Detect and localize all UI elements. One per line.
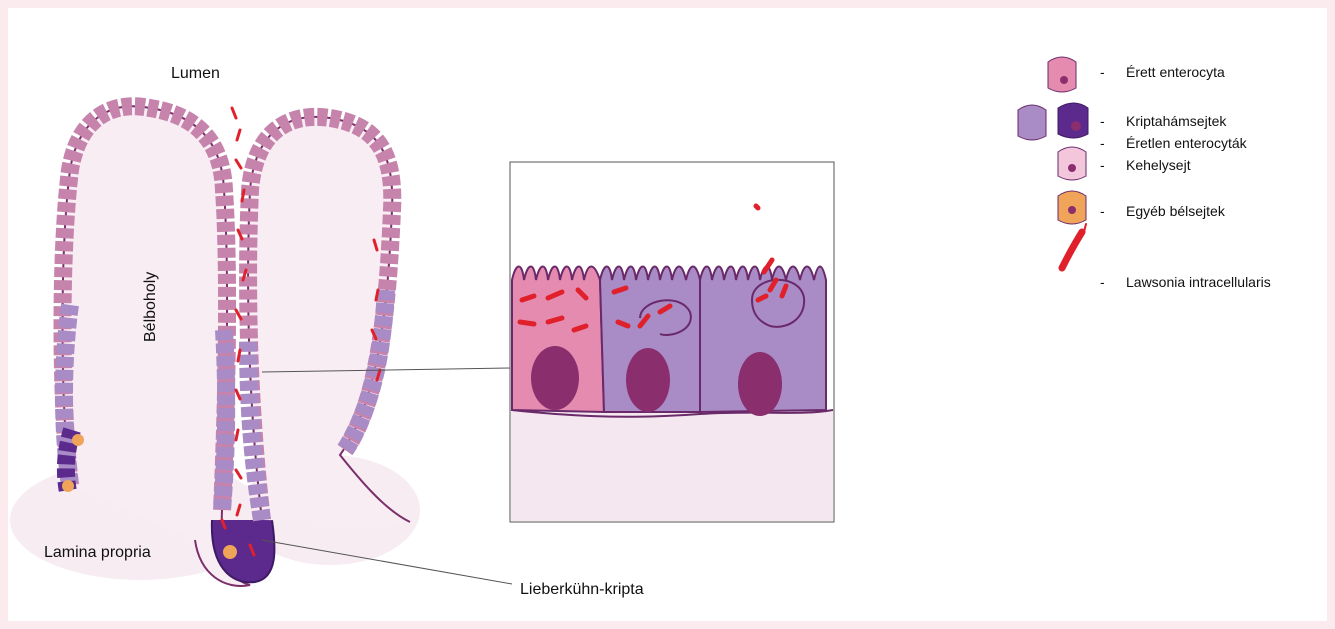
legend-dash: - <box>1100 135 1126 151</box>
legend-text: Egyéb bélsejtek <box>1126 203 1225 219</box>
belboholy-label: Bélboholy <box>142 272 160 342</box>
legend-item: -Kehelysejt <box>1100 157 1191 173</box>
legend-text: Lawsonia intracellularis <box>1126 274 1271 290</box>
legend-icons <box>1018 57 1088 268</box>
legend-text: Érett enterocyta <box>1126 64 1225 80</box>
legend-text: Kriptahámsejtek <box>1126 113 1226 129</box>
legend-item: -Egyéb bélsejtek <box>1100 203 1225 219</box>
legend-item: -Érett enterocyta <box>1100 64 1225 80</box>
zoom-box <box>510 162 834 522</box>
legend-crypt-cell-dark-icon <box>1058 103 1088 138</box>
lieberkuhn-label: Lieberkühn-kripta <box>520 582 644 598</box>
legend-item: -Kriptahámsejtek <box>1100 113 1226 129</box>
legend-item: -Éretlen enterocyták <box>1100 135 1247 151</box>
legend-other-cell-icon <box>1058 191 1086 224</box>
legend-crypt-cell-light-icon <box>1018 105 1046 140</box>
legend-text: Kehelysejt <box>1126 157 1191 173</box>
legend-dash: - <box>1100 113 1126 129</box>
legend-text: Éretlen enterocyták <box>1126 135 1247 151</box>
legend-bacteria-icon <box>1062 224 1086 268</box>
lumen-label: Lumen <box>171 66 220 82</box>
villus-right <box>248 117 410 522</box>
legend-dash: - <box>1100 64 1126 80</box>
legend-mature-enterocyte-icon <box>1048 57 1076 92</box>
legend-dash: - <box>1100 274 1126 290</box>
legend-goblet-cell-icon <box>1058 147 1086 180</box>
lamina-propria-label: Lamina propria <box>44 545 151 561</box>
legend-dash: - <box>1100 157 1126 173</box>
legend-dash: - <box>1100 203 1126 219</box>
legend-item: -Lawsonia intracellularis <box>1100 274 1271 290</box>
